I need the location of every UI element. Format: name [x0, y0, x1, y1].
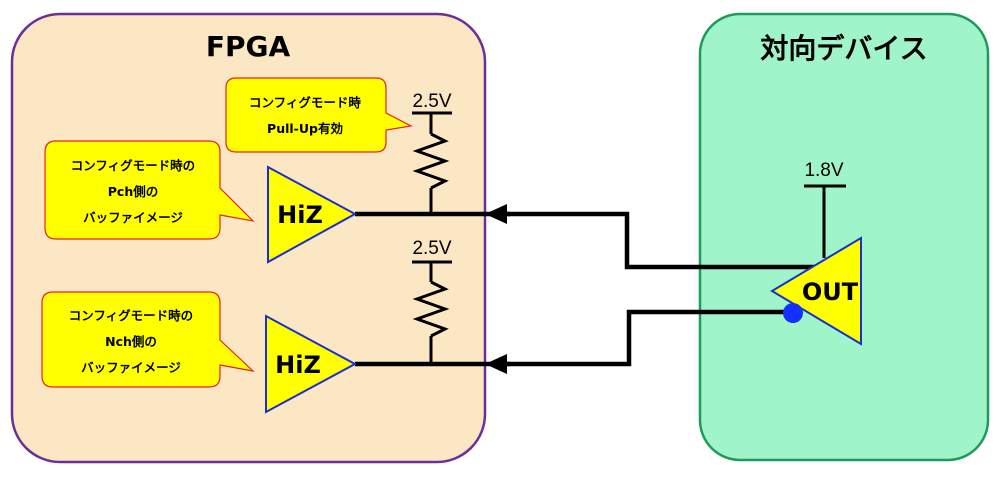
wire-top-route	[500, 211, 815, 270]
supply-label-device: 1.8V	[804, 160, 843, 181]
pch-buffer-label: HiZ	[277, 201, 323, 229]
resistor-bottom	[412, 280, 450, 338]
fpga-title: FPGA	[206, 30, 291, 63]
callout-pch-line2: Pch側の	[108, 184, 158, 199]
callout-nch	[41, 291, 255, 388]
supply-label-bottom: 2.5V	[412, 238, 451, 259]
callout-nch-line3: バッファイメージ	[81, 360, 181, 375]
callout-pch	[44, 140, 255, 240]
arrow-top	[485, 204, 507, 224]
out-buffer-label: OUT	[802, 278, 859, 306]
callout-nch-line2: Nch側の	[105, 334, 157, 349]
wire-bottom-route	[500, 309, 790, 367]
callout-pullup-line2: Pull-Up有効	[267, 121, 343, 136]
out-buffer	[770, 236, 862, 346]
nch-buffer	[265, 314, 358, 414]
callout-pullup-line1: コンフィグモード時	[249, 95, 361, 110]
callout-pch-line3: バッファイメージ	[83, 210, 183, 225]
callout-pch-line1: コンフィグモード時の	[71, 158, 195, 173]
arrow-bottom	[485, 354, 507, 374]
callout-pullup	[225, 77, 413, 153]
callout-nch-line1: コンフィグモード時の	[69, 308, 193, 323]
device-box	[698, 12, 990, 462]
nch-buffer-label: HiZ	[275, 351, 321, 379]
supply-label-top: 2.5V	[412, 91, 451, 112]
pch-buffer	[267, 165, 358, 264]
device-title: 対向デバイス	[760, 32, 927, 65]
resistor-top	[412, 132, 450, 190]
open-drain-dot	[783, 303, 803, 323]
